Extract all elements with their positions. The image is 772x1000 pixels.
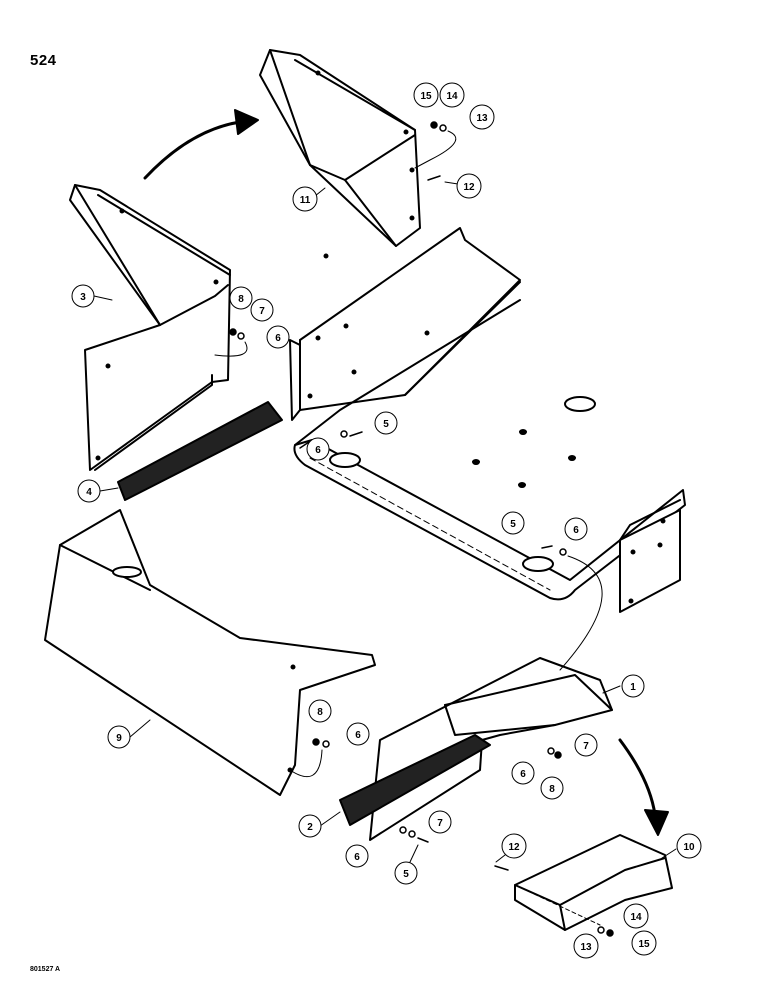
svg-text:15: 15: [638, 939, 650, 950]
hardware: [214, 121, 614, 937]
svg-text:7: 7: [583, 741, 589, 752]
drawing-code: 801527 A: [30, 966, 61, 973]
callout-1: 1: [602, 674, 645, 698]
svg-text:9: 9: [116, 733, 122, 744]
part-9-panel: [44, 509, 376, 796]
part-11-panel: [259, 49, 421, 247]
callout-6a: 6: [266, 325, 290, 349]
callout-8a: 8: [229, 286, 253, 310]
svg-text:5: 5: [403, 869, 409, 880]
svg-text:13: 13: [580, 942, 592, 953]
svg-text:6: 6: [275, 333, 281, 344]
callout-9: 9: [107, 719, 151, 749]
callout-5c: 5: [394, 844, 419, 885]
callout-7a: 7: [250, 298, 274, 322]
callout-11: 11: [292, 186, 326, 212]
callout-12b: 12: [495, 833, 527, 863]
part-2-seal: [339, 734, 491, 826]
callout-8b: 8: [308, 699, 332, 723]
callout-5a: 5: [374, 411, 398, 435]
callout-15b: 15: [631, 930, 657, 956]
callout-2: 2: [298, 811, 341, 838]
svg-text:8: 8: [238, 294, 244, 305]
part-4-seal: [117, 401, 283, 501]
svg-text:6: 6: [573, 525, 579, 536]
callout-10: 10: [661, 833, 702, 859]
removal-arrow-bottom: [618, 738, 669, 836]
callout-4: 4: [77, 479, 119, 503]
svg-text:7: 7: [437, 818, 443, 829]
callout-7c: 7: [428, 810, 452, 834]
svg-text:14: 14: [630, 912, 642, 923]
callout-6b: 6: [306, 437, 330, 461]
svg-text:8: 8: [549, 784, 555, 795]
svg-text:5: 5: [510, 519, 516, 530]
frame-body: [289, 227, 686, 613]
svg-text:6: 6: [520, 769, 526, 780]
svg-text:1: 1: [630, 682, 636, 693]
callout-3: 3: [71, 284, 113, 308]
callout-13b: 13: [573, 933, 599, 959]
callout-6d: 6: [346, 722, 370, 746]
svg-text:11: 11: [300, 195, 311, 206]
svg-text:6: 6: [355, 730, 361, 741]
svg-text:14: 14: [446, 91, 458, 102]
svg-text:12: 12: [463, 182, 475, 193]
callout-13a: 13: [469, 104, 495, 130]
svg-text:7: 7: [259, 306, 265, 317]
callout-12a: 12: [444, 173, 482, 199]
callout-8c: 8: [540, 776, 564, 800]
svg-text:5: 5: [383, 419, 389, 430]
svg-text:3: 3: [80, 292, 86, 303]
svg-text:6: 6: [315, 445, 321, 456]
svg-text:2: 2: [307, 822, 313, 833]
callout-14a: 14: [439, 82, 465, 108]
part-1-panel: [369, 657, 613, 841]
part-3-panel: [69, 184, 231, 471]
svg-text:15: 15: [420, 91, 432, 102]
part-10-panel: [514, 834, 673, 931]
svg-text:13: 13: [476, 113, 488, 124]
callout-6f: 6: [345, 844, 369, 868]
svg-text:6: 6: [354, 852, 360, 863]
callout-6c: 6: [564, 517, 588, 541]
removal-arrow-top: [143, 109, 259, 180]
callout-7b: 7: [574, 733, 598, 757]
svg-text:4: 4: [86, 487, 92, 498]
callout-15a: 15: [413, 82, 439, 108]
svg-text:12: 12: [508, 842, 520, 853]
callout-6e: 6: [511, 761, 535, 785]
callout-5b: 5: [501, 511, 525, 535]
callout-14b: 14: [623, 903, 649, 929]
svg-text:8: 8: [317, 707, 323, 718]
svg-text:10: 10: [683, 842, 695, 853]
page-number: 524: [30, 52, 57, 69]
